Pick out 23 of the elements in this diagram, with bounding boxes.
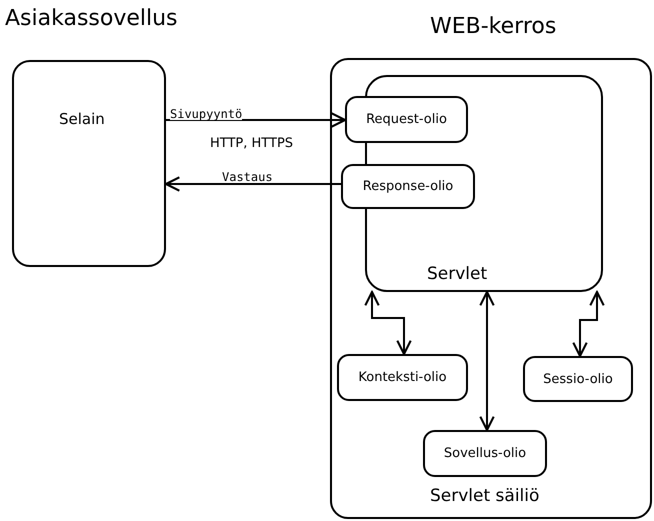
heading: Asiakassovellus: [5, 6, 178, 31]
object-box: [423, 430, 547, 477]
object-box: [523, 356, 633, 402]
heading: WEB-kerros: [430, 14, 556, 39]
box-label: Response-olio: [362, 179, 454, 194]
box-label: Konteksti-olio: [358, 370, 447, 385]
arrow: [364, 290, 412, 356]
arrow: [572, 290, 605, 358]
arrow: [164, 176, 341, 192]
box-label: Sovellus-olio: [444, 446, 526, 461]
arrow: [166, 112, 346, 128]
object-box: [341, 164, 475, 209]
box-label: Selain: [59, 110, 105, 128]
box-label: Request-olio: [366, 112, 447, 127]
object-box: [337, 354, 468, 401]
object-box: [345, 96, 468, 143]
arrow: [479, 290, 495, 432]
box-label: Servlet säiliö: [430, 486, 540, 506]
box-label: Sessio-olio: [543, 372, 613, 386]
protocol-label: HTTP, HTTPS: [210, 136, 294, 151]
edge-label: Vastaus: [222, 171, 273, 183]
edge-label: Sivupyyntö: [170, 108, 242, 120]
box-label: Servlet: [427, 264, 488, 284]
